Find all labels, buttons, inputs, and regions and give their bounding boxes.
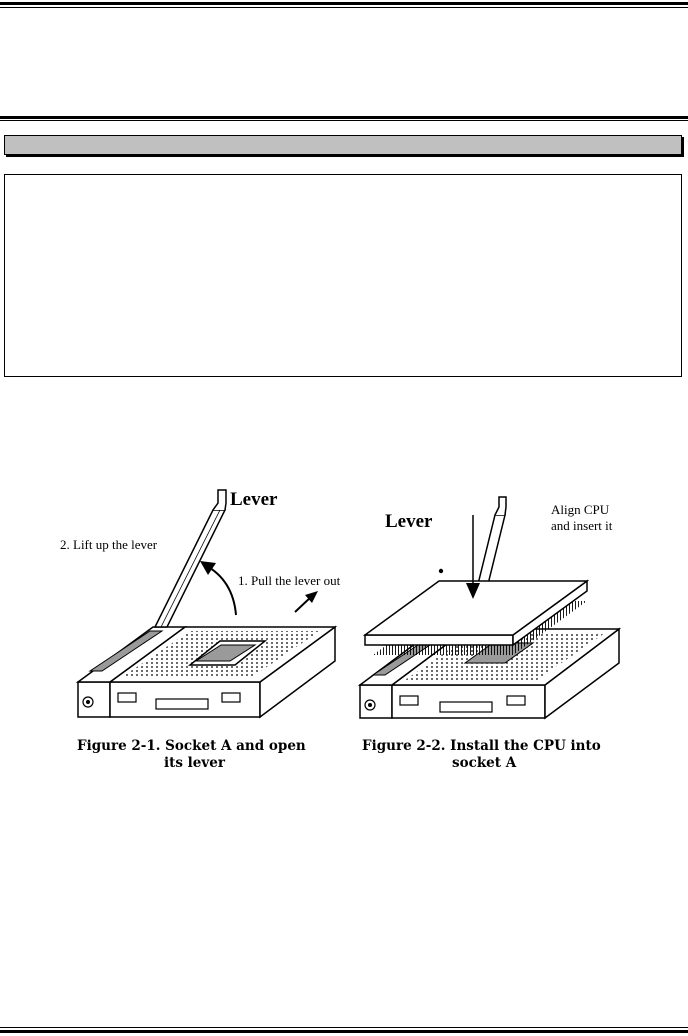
figure2-align-line1: Align CPU (551, 502, 610, 517)
footer-rule-thick (0, 1030, 688, 1033)
figure-socket-open-lever: Lever 2. Lift up the lever 1. Pull the l… (50, 485, 350, 725)
figure2-caption: Figure 2-2. Install the CPU into socket … (362, 738, 632, 772)
header-rule-thin (0, 7, 688, 8)
section-rule-thin (0, 120, 688, 121)
figure1-step2-label: 2. Lift up the lever (60, 537, 158, 552)
figure1-step1-label: 1. Pull the lever out (238, 573, 341, 588)
figure2-caption-line2: socket A (452, 755, 517, 771)
figure2-align-label: Align CPU and insert it (551, 502, 612, 534)
figure2-caption-line1: Figure 2-2. Install the CPU into (362, 738, 601, 754)
header-rule-thick (0, 2, 688, 5)
note-box (4, 174, 682, 377)
figure2-lever-label: Lever (385, 511, 433, 532)
footer-rule-thin (0, 1027, 688, 1028)
figure1-caption-line2: its lever (164, 755, 225, 771)
figure2-align-line2: and insert it (551, 518, 613, 533)
section-heading-bar (4, 135, 682, 155)
figure1-caption: Figure 2-1. Socket A and open its lever (77, 738, 337, 772)
section-rule-thick (0, 116, 688, 119)
figure-install-cpu: Lever Align CPU and insert it (355, 485, 685, 725)
figure1-caption-line1: Figure 2-1. Socket A and open (77, 738, 306, 754)
figure1-lever-label: Lever (230, 489, 278, 510)
